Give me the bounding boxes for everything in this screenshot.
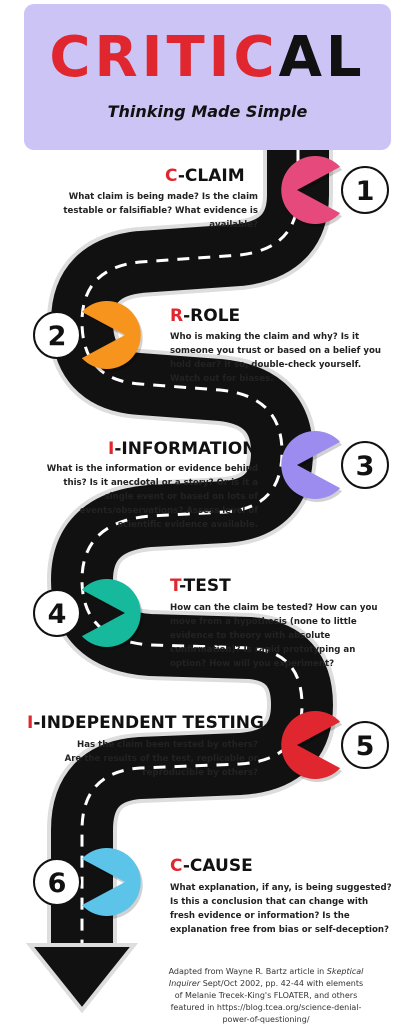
page-title: CRITICAL [49,25,366,90]
step-3-description: What is the information or evidence behi… [46,464,258,530]
step-4-number: 4 [48,599,67,630]
step-1-number: 1 [356,176,375,207]
step-5-description: Has the claim been tested by others? Are… [64,740,258,778]
step-1-marker: 1 [281,156,389,227]
step-6-title: C-CAUSE [170,856,253,876]
step-3-title: I-INFORMATION [108,439,257,459]
step-6-description: What explanation, if any, is being sugge… [170,883,392,935]
source-credit: Adapted from Wayne R. Bartz article in S… [168,967,364,1024]
step-5-title: I-INDEPENDENT TESTING [27,713,264,733]
step-2-description: Who is making the claim and why? Is it s… [170,332,381,384]
road-arrow-head [25,943,139,1014]
step-2-title: R-ROLE [170,306,241,326]
step-6-number: 6 [48,868,67,899]
step-2-number: 2 [48,321,67,352]
step-4-title: T-TEST [170,576,231,596]
step-3-number: 3 [356,451,375,482]
step-1-description: What claim is being made? Is the claim t… [63,192,258,230]
step-5-number: 5 [356,731,375,762]
title-banner: CRITICAL Thinking Made Simple [24,4,391,150]
step-4-description: How can the claim be tested? How can you… [170,603,378,669]
step-2-marker: 2 [33,301,143,372]
step-1-title: C-CLAIM [165,166,245,186]
step-6-marker: 6 [33,848,143,919]
page-subtitle: Thinking Made Simple [107,102,308,121]
step-4-marker: 4 [33,579,143,650]
step-3-marker: 3 [281,430,389,502]
step-5-marker: 5 [281,711,389,782]
